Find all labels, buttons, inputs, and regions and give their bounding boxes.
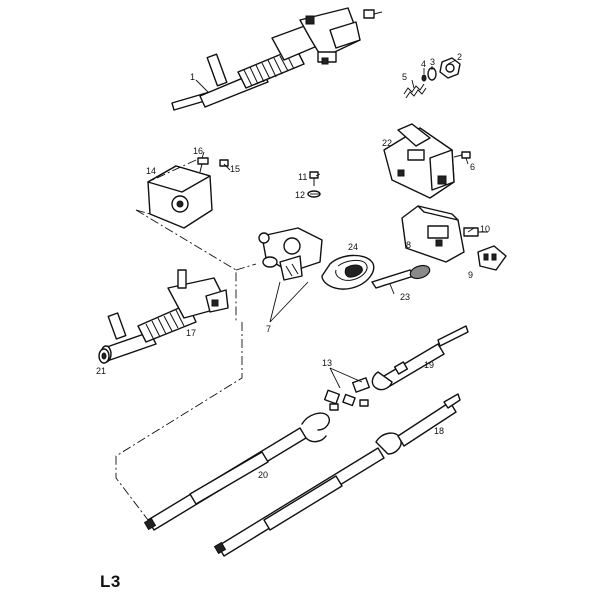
callout-22: 22 bbox=[382, 138, 392, 148]
callout-6: 6 bbox=[470, 162, 475, 172]
callout-13: 13 bbox=[322, 358, 332, 368]
callout-21: 21 bbox=[96, 366, 106, 376]
callout-7: 7 bbox=[266, 324, 271, 334]
part-21-ring bbox=[98, 348, 110, 364]
callout-17: 17 bbox=[186, 328, 196, 338]
part-20-steering-shaft bbox=[143, 412, 330, 531]
screw-6 bbox=[453, 151, 471, 159]
callout-3: 3 bbox=[430, 57, 435, 67]
part-18-steering-shaft bbox=[213, 393, 461, 557]
callout-5: 5 bbox=[402, 72, 407, 82]
part-8-ignition-switch bbox=[401, 205, 488, 263]
part-7-switch-body bbox=[258, 227, 323, 281]
column-bellows-lower bbox=[145, 309, 185, 341]
part-1-upper-steering-column bbox=[171, 7, 383, 111]
part-9-connector bbox=[477, 245, 507, 271]
callout-16: 16 bbox=[193, 146, 203, 156]
callout-11: 11 bbox=[298, 172, 307, 182]
callout-19: 19 bbox=[424, 360, 434, 370]
part-23-lever bbox=[371, 264, 431, 289]
nut-washer-spring-set bbox=[403, 57, 461, 99]
callout-2: 2 bbox=[457, 52, 462, 62]
screw-15-16 bbox=[197, 157, 229, 173]
callout-8: 8 bbox=[406, 240, 411, 250]
callout-1: 1 bbox=[190, 72, 195, 82]
part-13-joint-kit bbox=[323, 377, 370, 411]
callout-10: 10 bbox=[480, 224, 490, 234]
callout-20: 20 bbox=[258, 470, 268, 480]
part-22-lock-housing bbox=[383, 123, 471, 199]
callout-18: 18 bbox=[434, 426, 444, 436]
callout-23: 23 bbox=[400, 292, 410, 302]
callout-labels: 1 2 3 4 5 6 7 8 9 10 11 12 13 14 15 16 1… bbox=[96, 52, 490, 480]
page-code-label: L3 bbox=[100, 572, 121, 591]
part-19-intermediate-shaft bbox=[371, 325, 469, 391]
callout-14: 14 bbox=[146, 166, 156, 176]
leader-lines bbox=[195, 59, 475, 389]
part-24-boot bbox=[321, 254, 375, 290]
part-17-lower-steering-column bbox=[100, 269, 229, 363]
callout-15: 15 bbox=[230, 164, 240, 174]
screw-icon bbox=[363, 9, 383, 19]
assembly-dash-lines bbox=[115, 159, 257, 521]
part-14-shroud bbox=[147, 165, 213, 229]
callout-12: 12 bbox=[295, 190, 305, 200]
callout-24: 24 bbox=[348, 242, 358, 252]
bolt-washer-11-12 bbox=[307, 171, 321, 198]
callout-9: 9 bbox=[468, 270, 473, 280]
callout-4: 4 bbox=[421, 59, 426, 69]
